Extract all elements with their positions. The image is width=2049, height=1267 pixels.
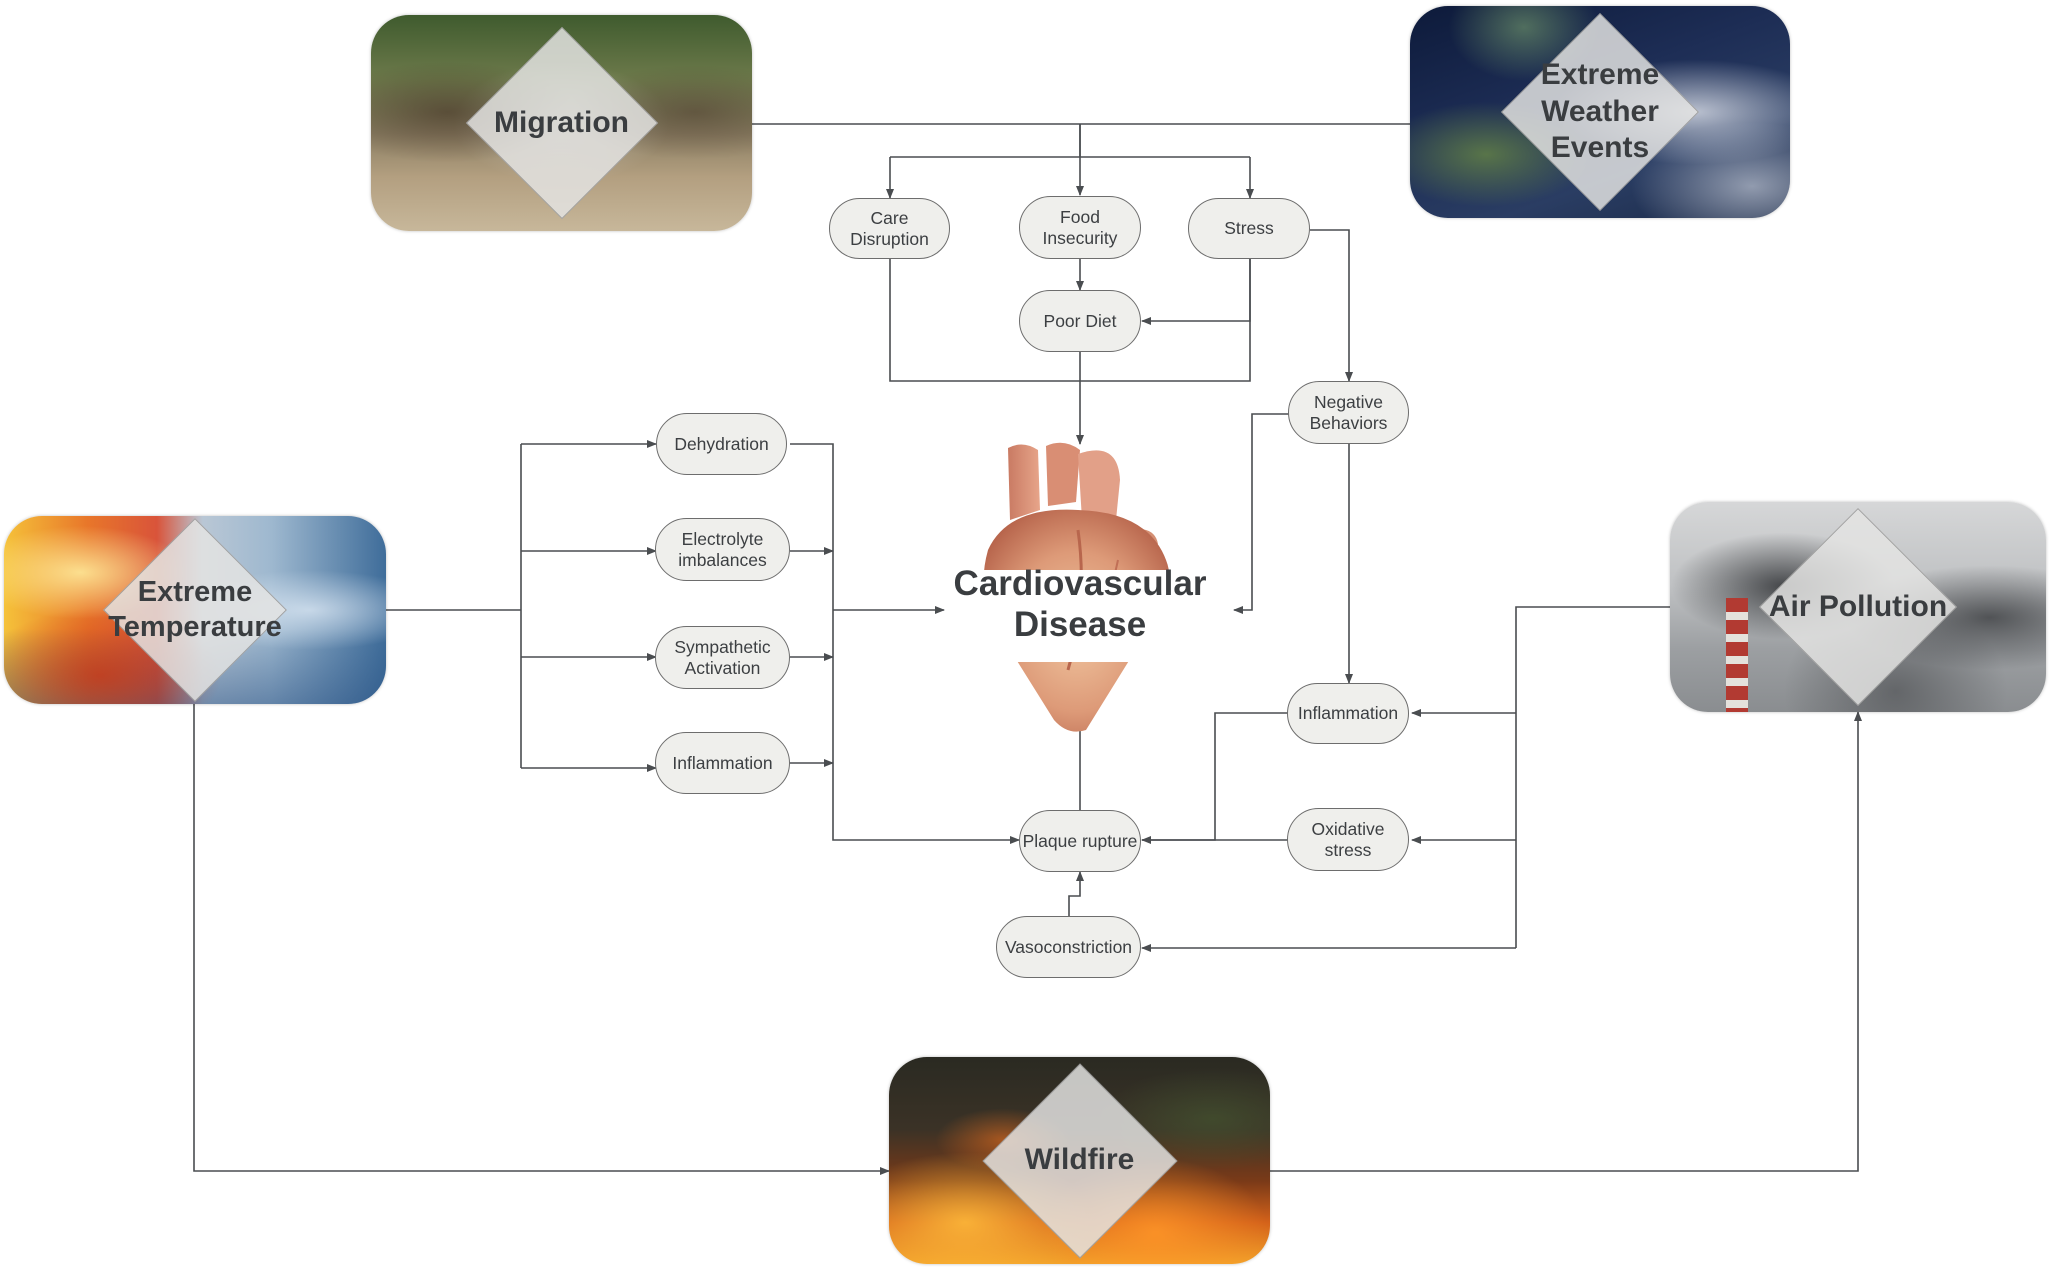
cardiovascular-disease-title: Cardiovascular Disease: [953, 564, 1207, 644]
edge-stress-to-poor-diet: [1141, 259, 1251, 325]
edge-temp-to-wildfire: [193, 703, 890, 1175]
node-electrolyte-imbalances: Electrolyte imbalances: [655, 518, 790, 581]
node-dehydration: Dehydration: [656, 413, 787, 475]
extreme-weather-label: Extreme Weather Events: [1540, 58, 1660, 165]
driver-extreme-temperature: Extreme Temperature: [4, 516, 386, 704]
node-stress: Stress: [1188, 198, 1310, 259]
edge-stress-to-negative: [1310, 229, 1353, 382]
driver-air-pollution: Air Pollution: [1670, 502, 2046, 712]
driver-wildfire: Wildfire: [889, 1057, 1270, 1264]
node-oxidative-stress: Oxidative stress: [1287, 808, 1409, 871]
wildfire-label: Wildfire: [1024, 1143, 1135, 1177]
driver-migration: Migration: [371, 15, 752, 231]
node-food-insecurity: Food Insecurity: [1019, 196, 1141, 259]
node-care-disruption: Care Disruption: [829, 198, 950, 259]
air-pollution-label: Air Pollution: [1768, 589, 1948, 623]
edge-left-merge: [790, 443, 1020, 844]
edge-air-trunk: [1515, 606, 1670, 948]
node-vasoconstriction: Vasoconstriction: [996, 916, 1141, 978]
node-inflammation-right: Inflammation: [1287, 683, 1409, 744]
edge-vaso-to-plaque: [1068, 871, 1084, 916]
node-inflammation-left: Inflammation: [655, 732, 790, 794]
migration-label: Migration: [494, 105, 629, 139]
driver-extreme-weather: Extreme Weather Events: [1410, 6, 1790, 218]
smokestack-shape: [1726, 598, 1748, 712]
edge-wildfire-to-air: [1270, 711, 1862, 1172]
center-title-band: [952, 570, 1212, 662]
node-plaque-rupture: Plaque rupture: [1019, 810, 1141, 872]
node-negative-behaviors: Negative Behaviors: [1288, 381, 1409, 444]
edge-care-merge: [889, 259, 1251, 382]
edge-negative-to-cvd: [1233, 413, 1289, 614]
node-poor-diet: Poor Diet: [1019, 290, 1141, 352]
node-sympathetic-activation: Sympathetic Activation: [655, 626, 790, 689]
extreme-temperature-label: Extreme Temperature: [108, 575, 282, 643]
